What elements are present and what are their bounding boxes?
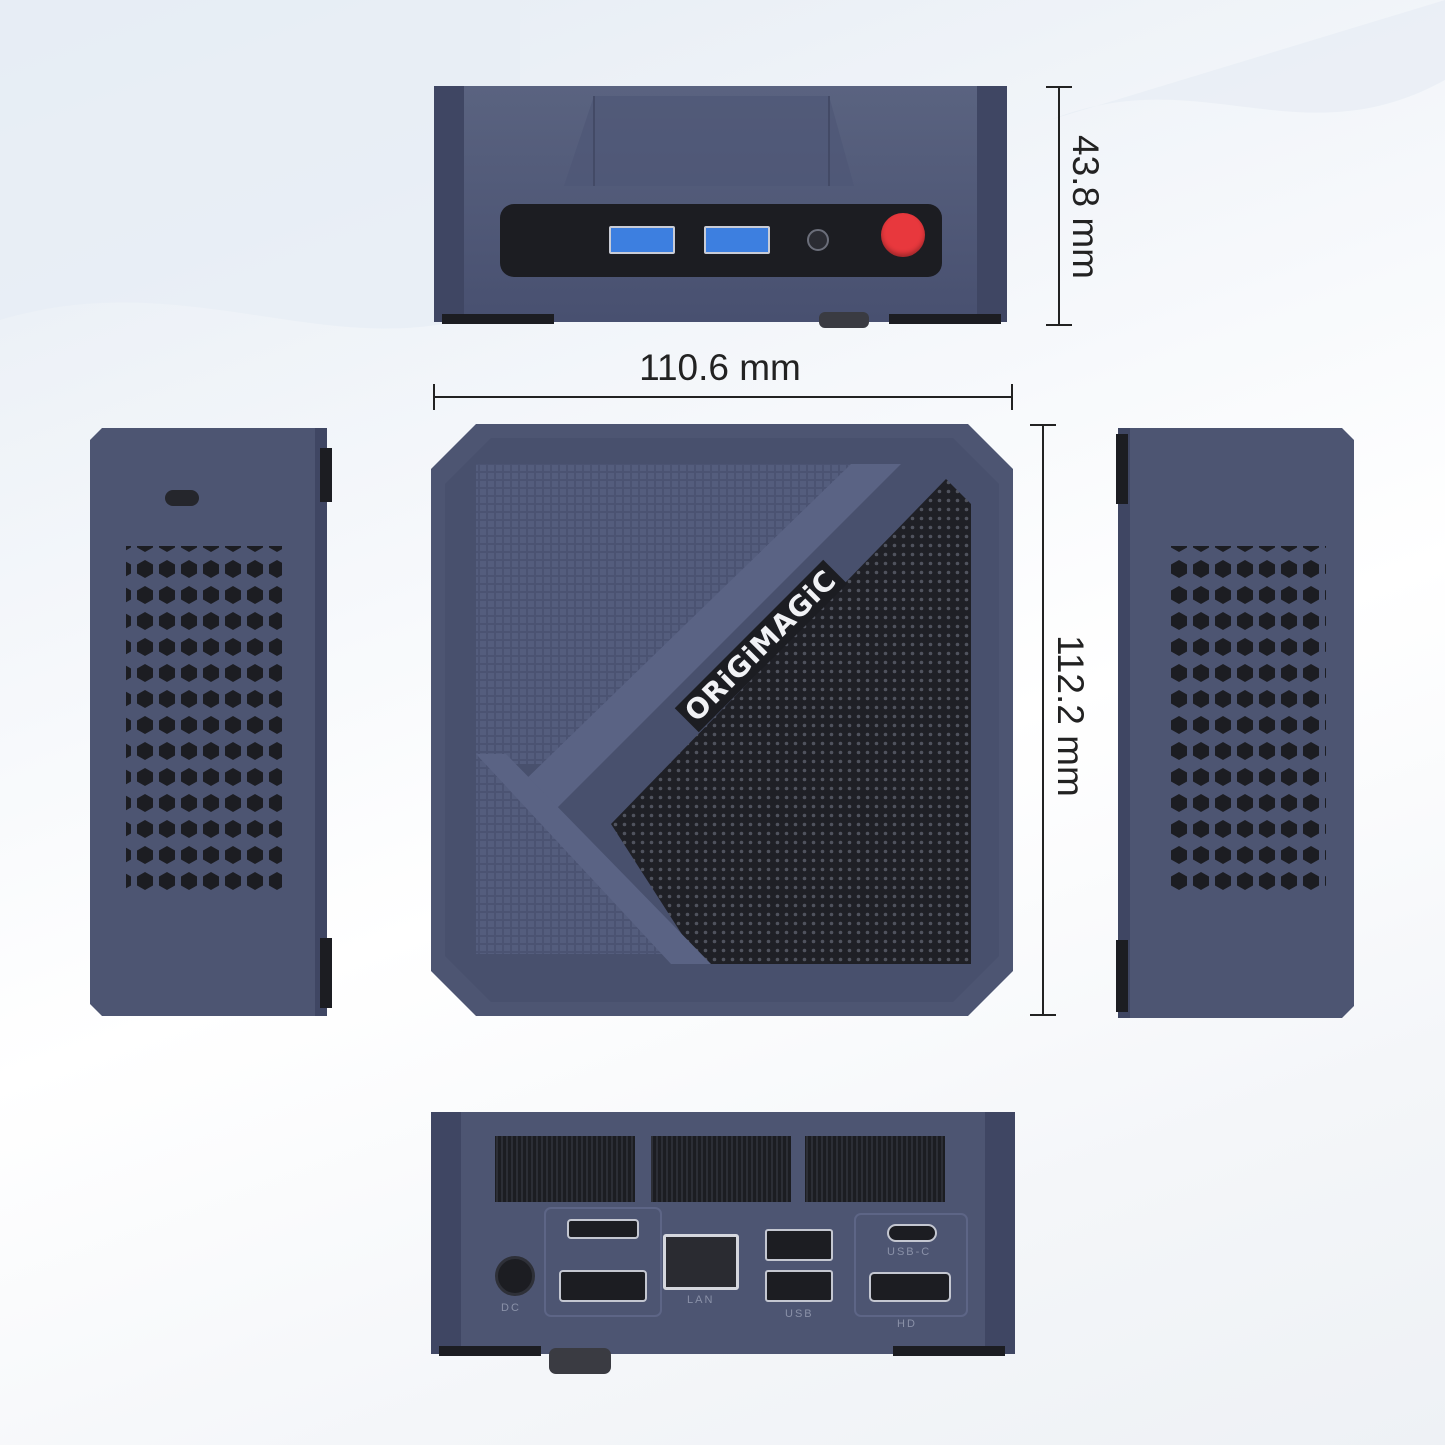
- usb-a-port-icon[interactable]: [765, 1270, 833, 1302]
- hdmi-label: HD: [897, 1318, 917, 1330]
- front-view-body: [434, 86, 1007, 328]
- usb-a-port-icon[interactable]: [609, 226, 675, 254]
- usb-label: USB: [785, 1308, 814, 1320]
- height-dimension: [1046, 86, 1072, 328]
- rear-view: DC LAN USB USB-C HD: [431, 1112, 1015, 1374]
- ethernet-port-icon[interactable]: [663, 1234, 739, 1290]
- hdmi-port-icon[interactable]: [869, 1272, 951, 1302]
- displayport-icon[interactable]: [559, 1270, 647, 1302]
- usb-a-port-icon[interactable]: [704, 226, 770, 254]
- hdmi-port-icon[interactable]: [567, 1219, 639, 1239]
- height-label: 43.8 mm: [1065, 135, 1106, 279]
- depth-dimension: [1030, 424, 1056, 1018]
- usbc-label: USB-C: [887, 1246, 932, 1258]
- top-view-body: [431, 424, 1013, 1016]
- usb-a-port-icon[interactable]: [765, 1229, 833, 1261]
- left-side-body: [90, 428, 332, 1016]
- usb-c-port-icon[interactable]: [887, 1224, 937, 1242]
- width-dimension: [433, 384, 1013, 410]
- lan-label: LAN: [687, 1294, 715, 1306]
- top-view: ORiGiMAGiC: [431, 424, 1013, 1016]
- left-side-view: [90, 428, 342, 1016]
- right-side-body: [1116, 428, 1354, 1018]
- width-label: 110.6 mm: [639, 347, 801, 388]
- dc-label: DC: [501, 1302, 521, 1314]
- power-button-icon[interactable]: [881, 213, 925, 257]
- headphone-icon[interactable]: [807, 229, 829, 251]
- front-view: [434, 86, 1007, 328]
- depth-label: 112.2 mm: [1050, 635, 1091, 797]
- right-side-view: [1102, 428, 1354, 1018]
- dc-jack-icon[interactable]: [495, 1256, 535, 1296]
